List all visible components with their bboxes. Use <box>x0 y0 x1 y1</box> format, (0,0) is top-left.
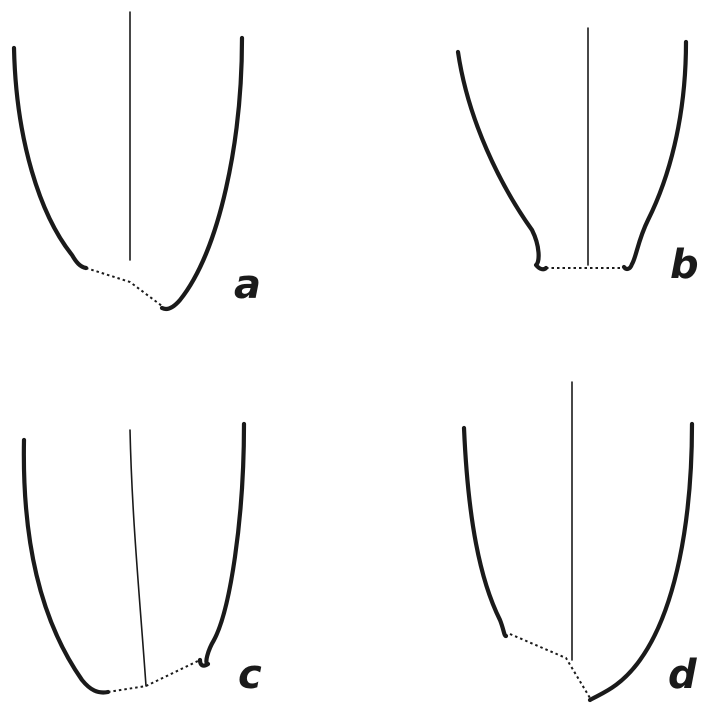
panel-d: d <box>464 382 697 700</box>
panel-a: a <box>14 12 261 309</box>
panel-d-dotted-base <box>510 634 590 698</box>
panel-b-left-outline <box>458 52 546 269</box>
panel-a-left-outline <box>14 48 86 268</box>
panel-a-right-outline <box>162 38 242 309</box>
panel-c-dotted-base <box>108 660 200 692</box>
panel-c-right-outline <box>200 424 244 666</box>
panel-c-midrib <box>130 430 146 686</box>
panel-b-right-outline <box>624 42 686 269</box>
panel-c: c <box>24 424 262 698</box>
panel-c-left-outline <box>24 440 108 693</box>
panel-a-dotted-base <box>86 268 162 306</box>
panel-d-left-outline <box>464 428 506 636</box>
panel-a-label: a <box>234 262 261 308</box>
panel-b-label: b <box>670 242 699 288</box>
panel-d-label: d <box>668 652 697 698</box>
panel-c-label: c <box>238 652 262 698</box>
panel-b: b <box>458 28 699 288</box>
